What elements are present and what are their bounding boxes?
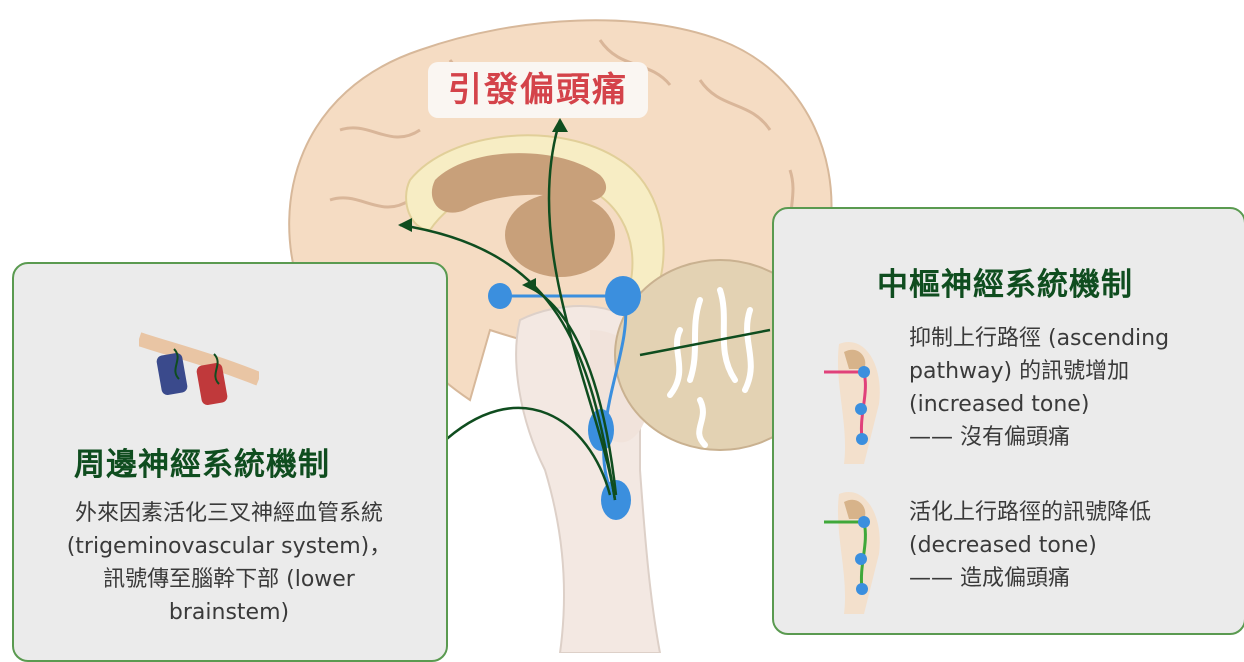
increased-tone-illustration	[824, 334, 884, 464]
trigeminovascular-illustration	[139, 329, 259, 409]
peripheral-description: 外來因素活化三叉神經血管系統 (trigeminovascular system…	[29, 497, 429, 629]
peripheral-line-2: (trigeminovascular system)，	[29, 530, 429, 563]
decreased-tone-illustration	[824, 484, 884, 614]
node-a	[858, 366, 870, 378]
peripheral-line-3: 訊號傳至腦幹下部 (lower	[29, 563, 429, 596]
node-b	[855, 403, 867, 415]
peripheral-title: 周邊神經系統機制	[74, 439, 330, 484]
node-midbrain	[605, 276, 641, 316]
peripheral-line-1: 外來因素活化三叉神經血管系統	[29, 497, 429, 530]
peripheral-mechanism-panel: 周邊神經系統機制 外來因素活化三叉神經血管系統 (trigeminovascul…	[12, 262, 448, 662]
migraine-trigger-label: 引發偏頭痛	[428, 62, 648, 118]
node-f	[856, 583, 868, 595]
item2-line-3: —— 造成偏頭痛	[909, 562, 1151, 595]
item1-line-3: (increased tone)	[909, 388, 1169, 421]
item2-line-1: 活化上行路徑的訊號降低	[909, 496, 1151, 529]
item1-line-1: 抑制上行路徑 (ascending	[909, 322, 1169, 355]
decreased-tone-description: 活化上行路徑的訊號降低 (decreased tone) —— 造成偏頭痛	[909, 496, 1151, 595]
node-e	[855, 553, 867, 565]
central-mechanism-panel: 中樞神經系統機制 抑制上行路徑 (ascending pathway) 的訊號增…	[772, 207, 1244, 635]
peripheral-line-4: brainstem)	[29, 596, 429, 629]
item1-line-2: pathway) 的訊號增加	[909, 355, 1169, 388]
node-hypothalamus	[488, 283, 512, 309]
item2-line-2: (decreased tone)	[909, 529, 1151, 562]
node-d	[858, 516, 870, 528]
central-title: 中樞神經系統機制	[877, 259, 1133, 304]
thalamus	[505, 193, 615, 277]
increased-tone-description: 抑制上行路徑 (ascending pathway) 的訊號增加 (increa…	[909, 322, 1169, 454]
item1-line-4: —— 沒有偏頭痛	[909, 421, 1169, 454]
node-c	[856, 433, 868, 445]
